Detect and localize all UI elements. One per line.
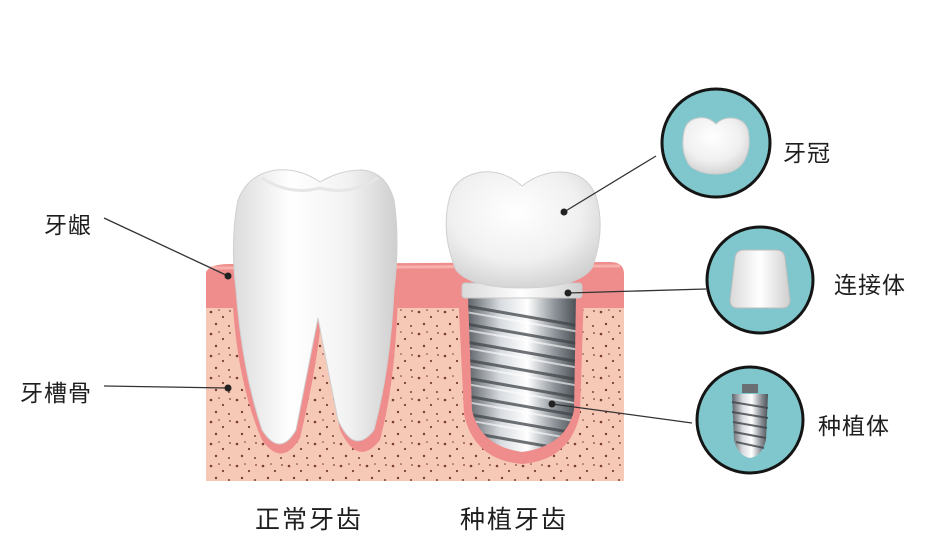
caption-natural-tooth: 正常牙齿 <box>255 505 364 534</box>
label-implant: 种植体 <box>818 414 890 440</box>
label-abutment: 连接体 <box>834 273 906 299</box>
implant-screw <box>468 296 576 452</box>
crown-dot <box>560 208 568 216</box>
bone-dot <box>224 384 232 392</box>
implant-dot <box>548 400 556 408</box>
crown-leader <box>563 155 657 213</box>
implant-circle <box>695 365 805 475</box>
implant-crown <box>445 171 601 289</box>
label-alveolar-bone: 牙槽骨 <box>20 381 92 407</box>
caption-implant-tooth: 种植牙齿 <box>460 505 569 534</box>
crown-circle <box>660 87 772 199</box>
leader-lines <box>103 155 707 424</box>
gum-dot <box>224 272 232 280</box>
leader-dots <box>224 208 572 408</box>
label-crown: 牙冠 <box>783 141 831 167</box>
natural-tooth <box>232 169 398 445</box>
label-gum: 牙龈 <box>44 213 92 239</box>
gum-leader <box>103 217 229 277</box>
abutment-leader <box>567 288 707 294</box>
abutment-dot <box>564 289 572 297</box>
implant-leader <box>551 403 693 424</box>
bone-leader <box>103 385 229 389</box>
abutment-circle <box>705 225 815 335</box>
